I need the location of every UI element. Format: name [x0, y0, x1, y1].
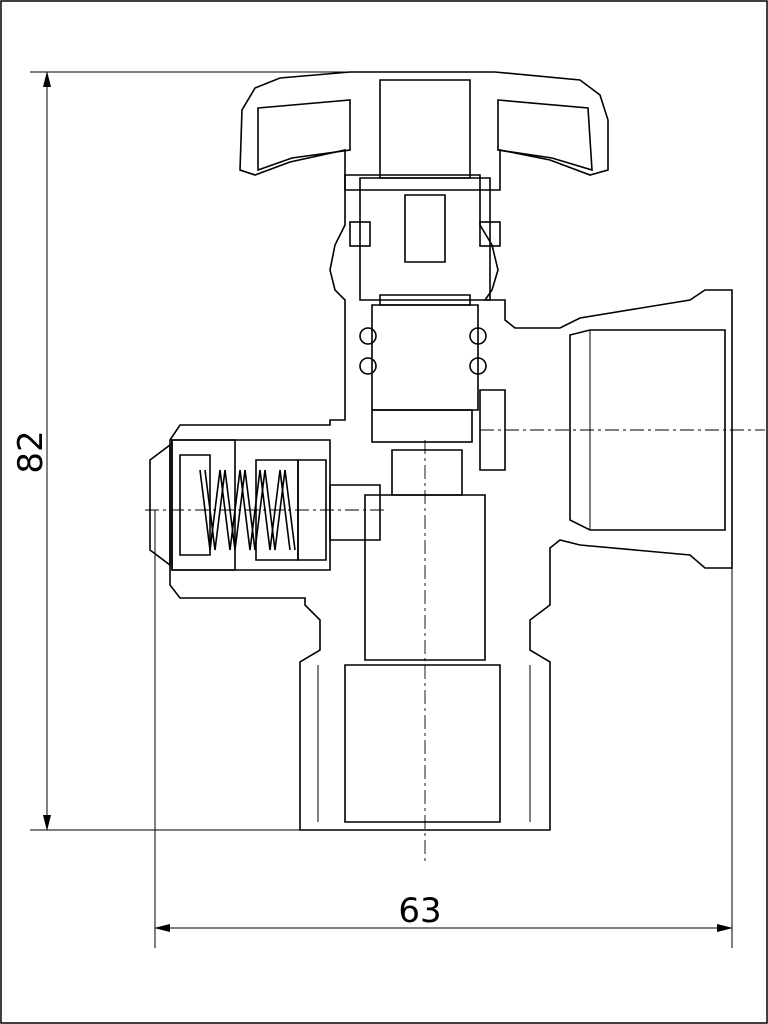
valve-cartridge [359, 304, 487, 443]
height-dimension-label: 82 [11, 430, 51, 473]
width-dimension-label: 63 [398, 891, 441, 931]
check-valve-spring-assembly [149, 439, 381, 571]
valve-handle [239, 71, 609, 191]
valve-body [169, 174, 733, 831]
centerlines [145, 429, 765, 862]
valve-stem [349, 177, 501, 306]
height-dimension: 82 [11, 71, 470, 831]
width-dimension: 63 [154, 510, 733, 948]
